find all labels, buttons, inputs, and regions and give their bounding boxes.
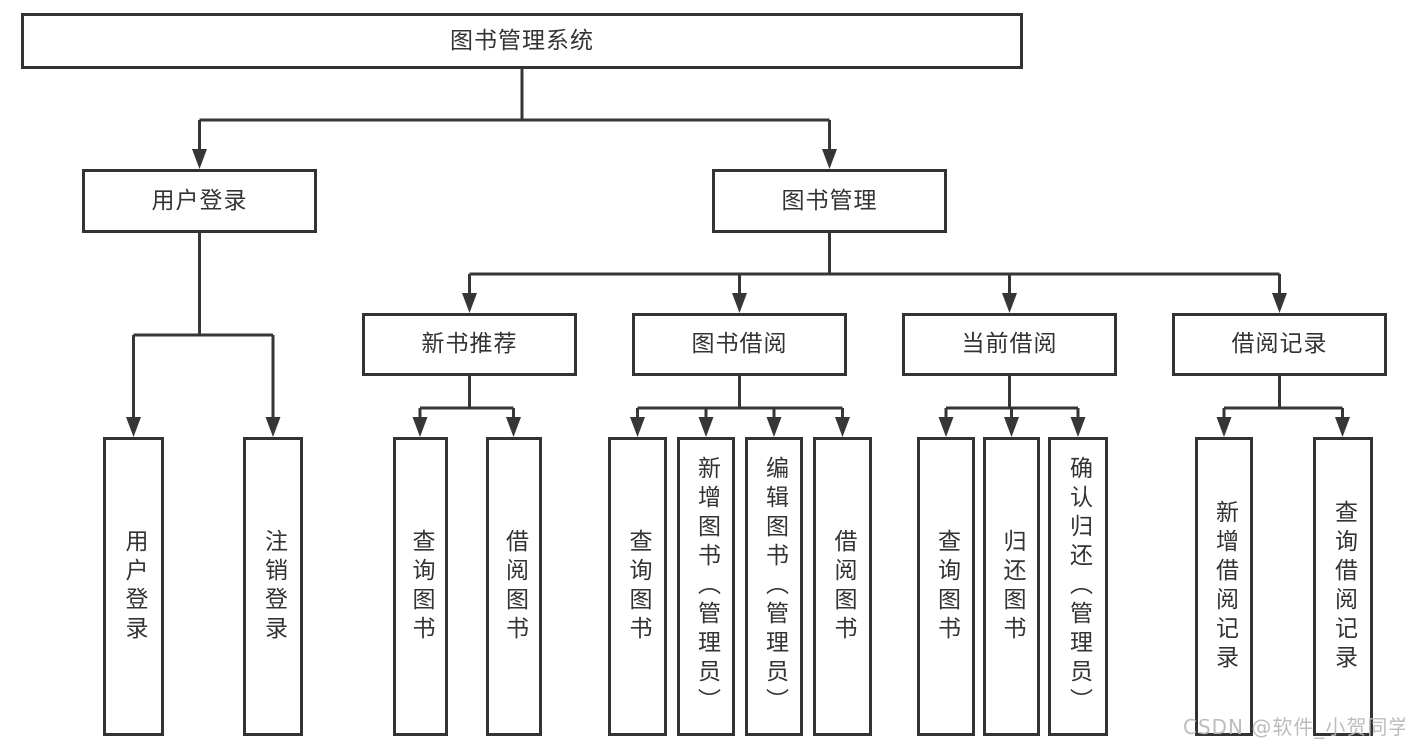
connector-path [132,69,1344,419]
leaf-records-query-borrow-record: 查询借阅记录 [1313,437,1373,736]
leaf-current-query-books: 查询图书 [917,437,975,736]
leaf-current-return-books: 归还图书 [983,437,1040,736]
leaf-borrowing-add-books-admin: 新增图书（管理员） [677,437,735,736]
node-library-management-system: 图书管理系统 [21,13,1023,69]
node-borrowing-records: 借阅记录 [1172,313,1387,376]
arrowheads [126,149,1350,437]
leaf-user-login: 用户登录 [103,437,164,736]
leaf-borrowing-borrow-books: 借阅图书 [813,437,872,736]
leaf-logout: 注销登录 [243,437,303,736]
leaf-current-confirm-return-admin: 确认归还（管理员） [1048,437,1108,736]
node-book-borrowing: 图书借阅 [632,313,847,376]
node-current-borrowing: 当前借阅 [902,313,1117,376]
leaf-borrowing-edit-books-admin: 编辑图书（管理员） [745,437,803,736]
node-book-management: 图书管理 [712,169,947,233]
node-new-book-recommendation: 新书推荐 [362,313,577,376]
leaf-borrowing-query-books: 查询图书 [608,437,667,736]
leaf-recommend-query-books: 查询图书 [393,437,448,736]
node-user-login: 用户登录 [82,169,317,233]
csdn-watermark: CSDN @软件_小贺同学 [1183,715,1405,739]
leaf-recommend-borrow-books: 借阅图书 [486,437,542,736]
leaf-records-add-borrow-record: 新增借阅记录 [1195,437,1253,736]
